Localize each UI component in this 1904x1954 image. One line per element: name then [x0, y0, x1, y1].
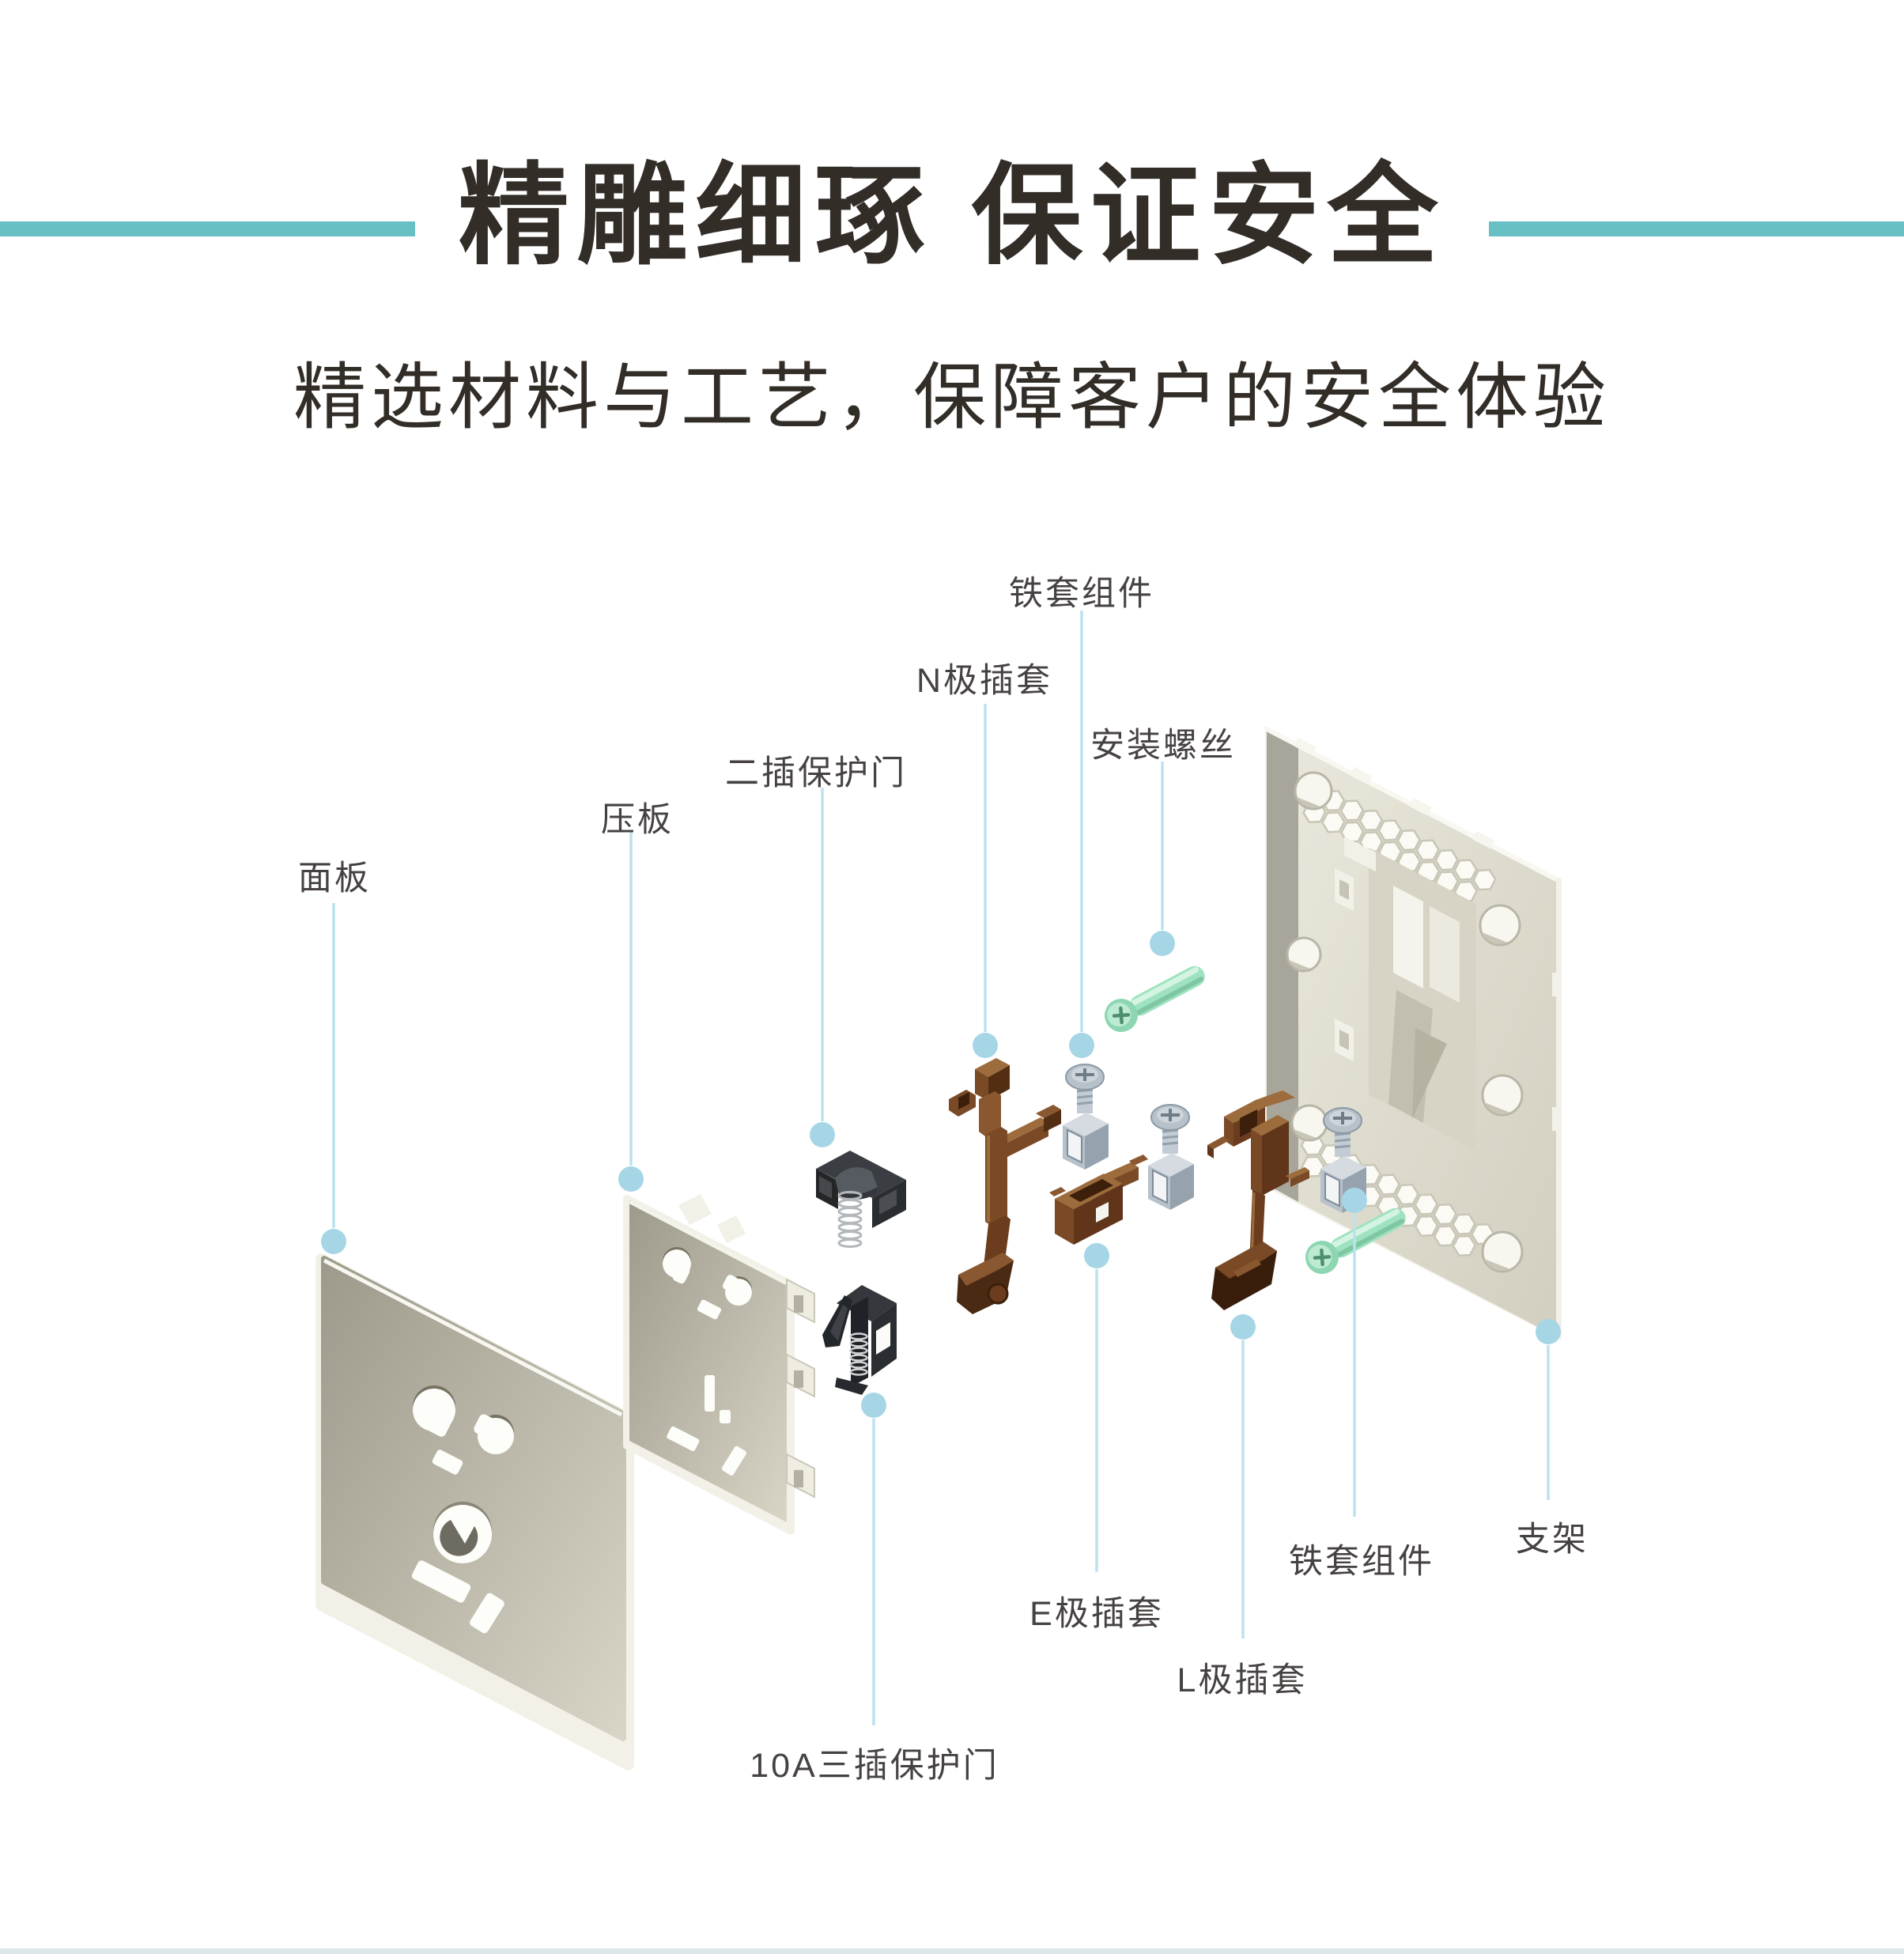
page-title: 精雕细琢 保证安全	[458, 153, 1446, 278]
iron-sleeve-mid-illustration	[1148, 1104, 1194, 1210]
leader-mount-screw	[1150, 762, 1175, 956]
leader-ten-a-door	[861, 1393, 886, 1725]
teal-bar-right	[1489, 221, 1904, 236]
iron-sleeve-bottom-illustration	[1320, 1107, 1366, 1213]
panel-illustration	[315, 1253, 634, 1771]
n-pole-illustration	[949, 1058, 1061, 1314]
leader-n-pole	[973, 704, 998, 1058]
bottom-accent-strip	[0, 1948, 1904, 1954]
two-pin-door-illustration	[816, 1151, 906, 1248]
page-subtitle: 精选材料与工艺，保障客户的安全体验	[293, 357, 1611, 438]
leader-e-pole	[1084, 1243, 1109, 1572]
mount-screw-bottom-illustration	[1305, 1208, 1406, 1274]
iron-sleeve-top-illustration	[1063, 1064, 1109, 1170]
label-iron-sleeve-bottom: 铁套组件	[1289, 1543, 1434, 1581]
teal-bar-left	[0, 221, 415, 236]
leader-press-plate	[618, 832, 644, 1192]
panel-two-pin-holes	[413, 1385, 514, 1475]
leader-iron-sleeve-top	[1069, 610, 1094, 1058]
leader-panel	[321, 903, 346, 1254]
bracket-holes	[1286, 771, 1524, 1273]
label-two-pin-door: 二插保护门	[725, 754, 907, 792]
label-panel: 面板	[298, 860, 371, 898]
leader-iron-sleeve-bottom	[1342, 1188, 1367, 1517]
l-pole-illustration	[1207, 1090, 1309, 1310]
panel-three-pin-holes	[411, 1502, 504, 1634]
ten-a-door-illustration	[822, 1285, 897, 1395]
ten-a-door-spring	[849, 1332, 868, 1376]
leader-l-pole	[1230, 1314, 1256, 1638]
press-plate-holes	[663, 1247, 752, 1476]
press-plate-illustration	[623, 1194, 815, 1535]
label-ten-a-door: 10A三插保护门	[750, 1747, 999, 1785]
e-pole-illustration	[1049, 1155, 1148, 1245]
label-mount-screw: 安装螺丝	[1090, 727, 1236, 765]
label-e-pole: E极插套	[1029, 1595, 1164, 1633]
leader-annotations	[321, 610, 1561, 1725]
leader-bracket	[1536, 1319, 1561, 1500]
label-n-pole: N极插套	[916, 662, 1053, 700]
label-iron-sleeve-top: 铁套组件	[1009, 575, 1154, 613]
label-press-plate: 压板	[601, 801, 674, 839]
two-pin-door-spring	[837, 1191, 863, 1248]
mount-screw-top-illustration	[1105, 966, 1205, 1032]
label-bracket: 支架	[1516, 1521, 1589, 1559]
label-l-pole: L极插套	[1177, 1661, 1308, 1699]
leader-two-pin-door	[810, 788, 835, 1147]
